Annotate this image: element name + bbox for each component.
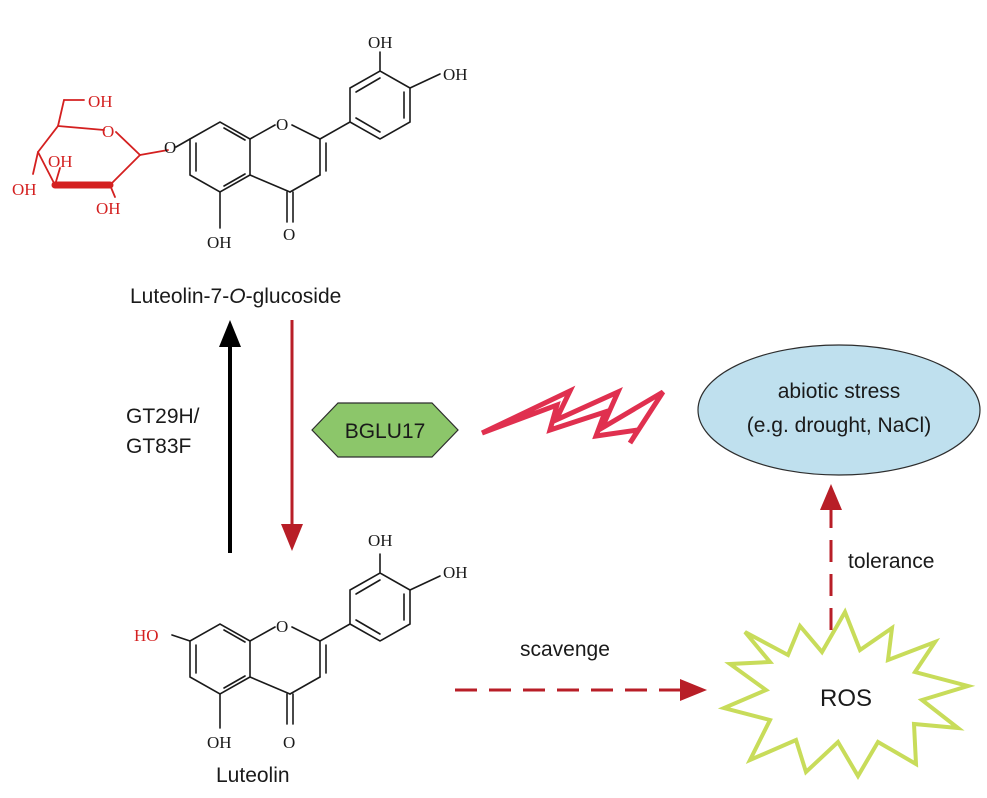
abiotic-stress-label: abiotic stress: [778, 380, 901, 403]
luteolin-oh-3prime: OH: [368, 531, 393, 550]
abiotic-stress-ellipse: abiotic stress (e.g. drought, NaCl): [697, 344, 981, 476]
luteolin-7-o-glucoside-label: Luteolin-7-O-glucoside: [130, 285, 341, 308]
sugar-oh-6: OH: [88, 92, 113, 111]
ros-starburst: ROS: [717, 607, 976, 780]
glycosidic-oxygen: O: [164, 138, 176, 157]
lightning-bolt-icon: [480, 385, 666, 445]
luteolin-oh-5: OH: [207, 733, 232, 752]
tolerance-arrow: [820, 484, 842, 630]
glycosylation-arrow: [219, 320, 241, 553]
luteolin-pyrone-oxygen: O: [276, 617, 288, 636]
oh-3prime: OH: [368, 33, 393, 52]
bglu17-enzyme: BGLU17: [311, 402, 459, 458]
pyrone-ring-oxygen: O: [276, 115, 288, 134]
gt29h-label: GT29H/: [126, 405, 200, 428]
ros-label: ROS: [820, 685, 872, 712]
sugar-oh-4: OH: [12, 180, 37, 199]
ho-7: HO: [134, 626, 159, 645]
luteolin-oh-4prime: OH: [443, 563, 468, 582]
scavenge-arrow: [455, 679, 707, 701]
luteolin-label: Luteolin: [216, 764, 290, 787]
flavone-skeleton-top: [175, 51, 441, 229]
sugar-ring-oxygen: O: [102, 122, 114, 141]
oh-4prime: OH: [443, 65, 468, 84]
carbonyl-oxygen: O: [283, 225, 295, 244]
tolerance-label: tolerance: [848, 550, 934, 573]
luteolin-structure: HO O O OH OH OH: [134, 531, 468, 752]
sugar-oh-3: OH: [48, 152, 73, 171]
glucose-moiety: [32, 99, 169, 198]
deglycosylation-arrow: [281, 320, 303, 551]
bglu17-label: BGLU17: [345, 420, 426, 443]
sugar-oh-2: OH: [96, 199, 121, 218]
luteolin-carbonyl-oxygen: O: [283, 733, 295, 752]
abiotic-stress-examples: (e.g. drought, NaCl): [747, 414, 931, 437]
scavenge-label: scavenge: [520, 638, 610, 661]
oh-5: OH: [207, 233, 232, 252]
luteolin-7-o-glucoside-structure: OH O OH OH OH: [12, 33, 468, 252]
gt83f-label: GT83F: [126, 435, 191, 458]
